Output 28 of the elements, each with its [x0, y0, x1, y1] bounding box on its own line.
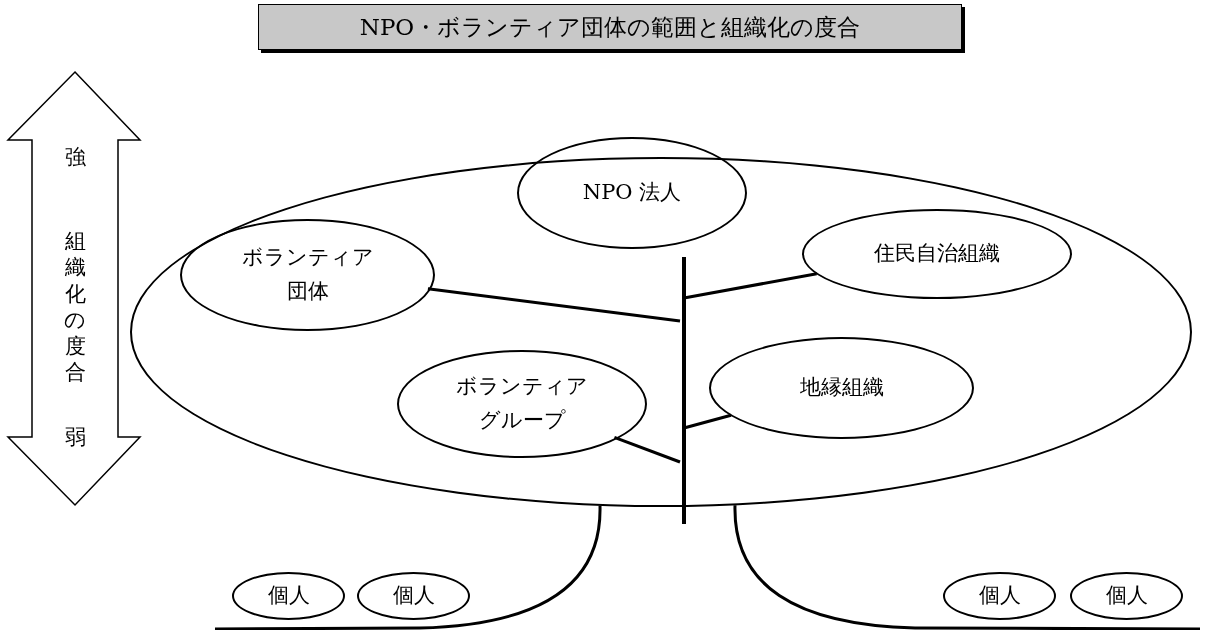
ellipse-node	[802, 209, 1072, 299]
node-label: 地縁組織	[798, 374, 885, 402]
scale-label: 弱	[63, 425, 87, 451]
connector-line	[683, 413, 732, 430]
node-label: 住民自治組織	[873, 240, 1001, 268]
node-label: 個人	[977, 582, 1022, 610]
ellipse-node	[709, 337, 974, 439]
node-label: ボランティアグループ	[455, 373, 589, 434]
node-label: NPO 法人	[581, 179, 683, 207]
connector-line	[613, 436, 681, 464]
ellipse-node	[943, 572, 1056, 620]
node-label: ボランティア団体	[240, 244, 375, 305]
connector-line	[683, 272, 817, 300]
ellipse-node	[357, 572, 470, 620]
title-banner: NPO・ボランティア団体の範囲と組織化の度合	[258, 4, 962, 50]
axis-label: 組織化の度合	[63, 228, 87, 386]
connector-line	[427, 287, 681, 323]
node-label: 個人	[1104, 582, 1149, 610]
curved-line	[215, 505, 602, 630]
scale-label: 強	[63, 145, 87, 171]
ellipse-node	[517, 137, 747, 249]
ellipse-node	[180, 219, 435, 331]
ellipse-node	[397, 350, 647, 458]
node-label: 個人	[266, 582, 311, 610]
ellipse-node	[1070, 572, 1183, 620]
curved-line	[733, 505, 1200, 630]
ellipse-node	[232, 572, 345, 620]
node-label: 個人	[391, 582, 436, 610]
